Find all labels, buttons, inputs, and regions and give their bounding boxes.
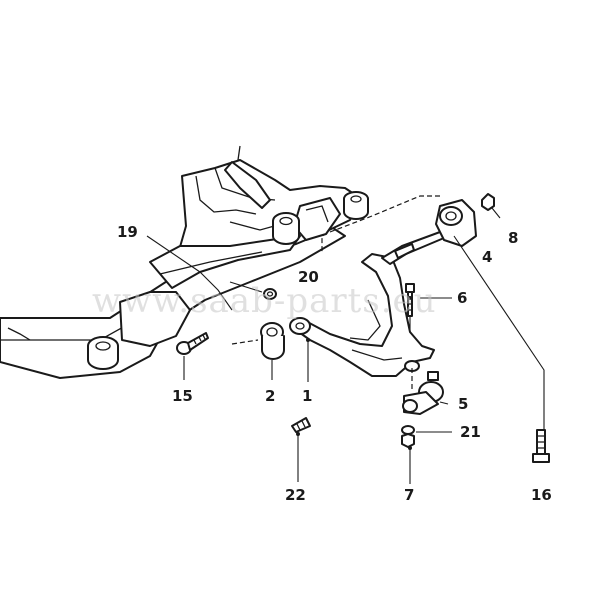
callout-1: 1 <box>302 387 312 405</box>
frame-bushing-left <box>87 336 119 370</box>
callout-15: 15 <box>172 387 193 405</box>
subframe <box>0 145 361 379</box>
leader-lines <box>146 207 545 484</box>
callout-20: 20 <box>298 268 319 286</box>
frame-bushing-right <box>343 191 369 220</box>
callout-dots <box>296 296 412 450</box>
ball-joint <box>402 368 444 415</box>
bolt-6 <box>405 283 415 330</box>
control-arm <box>289 231 445 377</box>
bolt-16 <box>532 429 550 463</box>
nut-20 <box>263 288 277 300</box>
bolt-15 <box>176 332 209 355</box>
callout-2: 2 <box>265 387 275 405</box>
frame-bushing-center <box>272 212 300 245</box>
callout-5: 5 <box>458 395 468 413</box>
callout-7: 7 <box>404 486 414 504</box>
callout-6: 6 <box>457 289 467 307</box>
callout-4: 4 <box>482 248 492 266</box>
callout-8: 8 <box>508 229 518 247</box>
callout-19: 19 <box>117 223 138 241</box>
callout-16: 16 <box>531 486 552 504</box>
bushing-2 <box>231 322 285 360</box>
stud-22 <box>291 417 311 433</box>
nut-8 <box>481 193 495 211</box>
rear-bushing <box>321 195 477 252</box>
nut-7 <box>401 433 415 448</box>
callout-21: 21 <box>460 423 481 441</box>
watermark: www.saab-parts.eu <box>92 281 437 321</box>
callout-22: 22 <box>285 486 306 504</box>
washer-21 <box>401 425 415 435</box>
